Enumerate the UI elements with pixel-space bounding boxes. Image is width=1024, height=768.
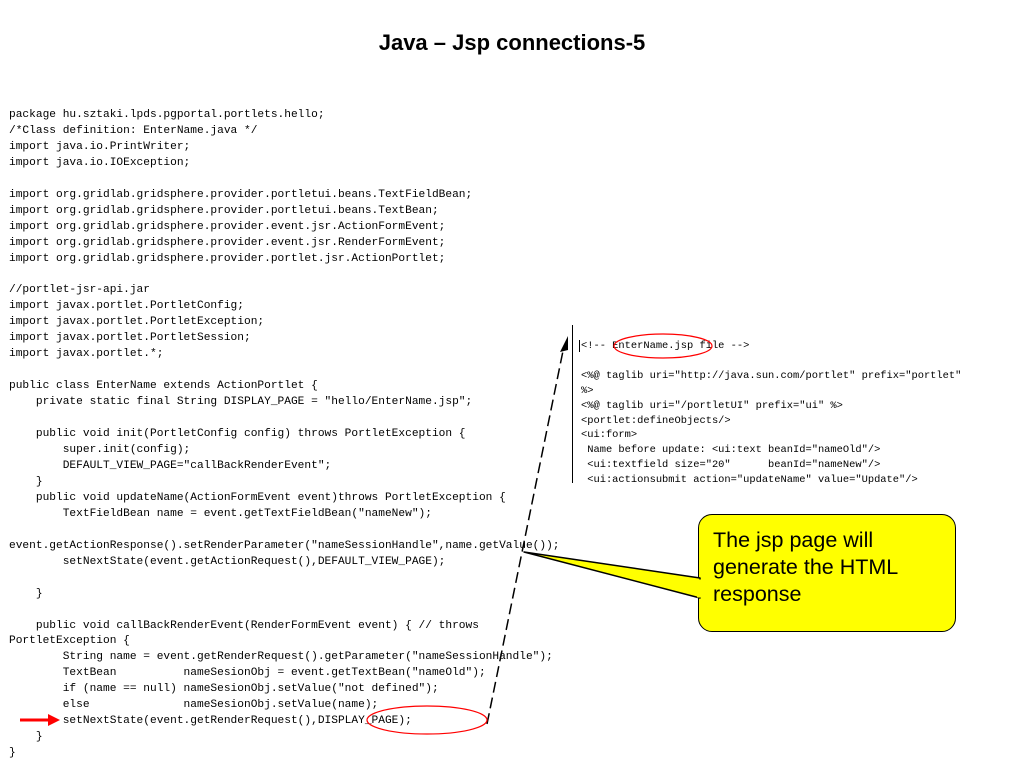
java-code-line: setNextState(event.getRenderRequest(),DI… — [9, 715, 412, 728]
java-code-line: } — [9, 747, 16, 760]
callout-pointer-join — [697, 579, 701, 598]
jsp-code-line: %> — [581, 384, 594, 397]
java-code-line: PortletException { — [9, 635, 130, 648]
slide-title: Java – Jsp connections-5 — [378, 30, 646, 55]
java-code-line: String name = event.getRenderRequest().g… — [9, 651, 553, 664]
java-code-line: import javax.portlet.*; — [9, 348, 164, 361]
java-code-line: super.init(config); — [9, 444, 191, 457]
java-code-line: import javax.portlet.PortletSession; — [9, 332, 251, 345]
java-code-line: import org.gridlab.gridsphere.provider.e… — [9, 236, 446, 249]
jsp-code-line: <%@ taglib uri="/portletUI" prefix="ui" … — [581, 399, 843, 412]
java-code-line: /*Class definition: EnterName.java */ — [9, 124, 258, 137]
java-code-line: import javax.portlet.PortletConfig; — [9, 300, 244, 313]
callout-pointer — [523, 551, 701, 599]
java-code-line: TextFieldBean name = event.getTextFieldB… — [9, 507, 432, 520]
dashed-connector-line — [486, 345, 565, 725]
display-page-highlight — [366, 705, 488, 735]
java-code-line: import javax.portlet.PortletException; — [9, 316, 265, 329]
java-code-line: } — [9, 475, 43, 488]
java-code-line: if (name == null) nameSesionObj.setValue… — [9, 683, 439, 696]
java-code-block: package hu.sztaki.lpds.pgportal.portlets… — [9, 108, 560, 762]
java-code-line: } — [9, 587, 43, 600]
java-code-line: import java.io.IOException; — [9, 156, 191, 169]
java-code-line: public class EnterName extends ActionPor… — [9, 380, 318, 393]
java-code-line: else nameSesionObj.setValue(name); — [9, 699, 379, 712]
jsp-code-divider — [572, 325, 573, 483]
jsp-code-line: <!-- EnterName.jsp file --> — [581, 340, 750, 352]
java-code-line: private static final String DISPLAY_PAGE… — [9, 396, 473, 409]
java-code-line: } — [9, 731, 43, 744]
red-pointer-arrow-head — [48, 714, 60, 726]
java-code-line: setNextState(event.getActionRequest(),DE… — [9, 555, 446, 568]
java-code-line: import org.gridlab.gridsphere.provider.p… — [9, 204, 439, 217]
java-code-line: TextBean nameSesionObj = event.getTextBe… — [9, 667, 486, 680]
jsp-code-line: <portlet:defineObjects/> — [581, 414, 731, 427]
callout-box: The jsp page will generate the HTML resp… — [698, 514, 956, 632]
jsp-code-line: <ui:textfield size="20" beanId="nameNew"… — [581, 459, 881, 472]
text-cursor-mark — [579, 340, 580, 352]
java-code-line: import org.gridlab.gridsphere.provider.p… — [9, 252, 446, 265]
jsp-code-line: <ui:actionsubmit action="updateName" val… — [581, 474, 918, 487]
java-code-line: import org.gridlab.gridsphere.provider.e… — [9, 220, 446, 233]
connector-arrowhead — [560, 336, 568, 352]
java-code-line: package hu.sztaki.lpds.pgportal.portlets… — [9, 109, 325, 121]
jsp-code-line: <ui:form> — [581, 429, 638, 442]
java-code-line: //portlet-jsr-api.jar — [9, 284, 150, 297]
jsp-code-line: Name before update: <ui:text beanId="nam… — [581, 444, 881, 457]
java-code-line: public void callBackRenderEvent(RenderFo… — [9, 619, 479, 632]
java-code-line: public void init(PortletConfig config) t… — [9, 428, 466, 441]
java-code-line: DEFAULT_VIEW_PAGE="callBackRenderEvent"; — [9, 459, 332, 472]
java-code-line: import java.io.PrintWriter; — [9, 140, 191, 153]
java-code-line: import org.gridlab.gridsphere.provider.p… — [9, 188, 473, 201]
java-code-line: public void updateName(ActionFormEvent e… — [9, 491, 506, 504]
jsp-code-block: <!-- EnterName.jsp file --> <%@ taglib u… — [581, 339, 961, 488]
jsp-code-line: <%@ taglib uri="http://java.sun.com/port… — [581, 369, 962, 382]
jsp-filename-highlight — [613, 333, 713, 359]
java-code-line: event.getActionResponse().setRenderParam… — [9, 539, 560, 552]
